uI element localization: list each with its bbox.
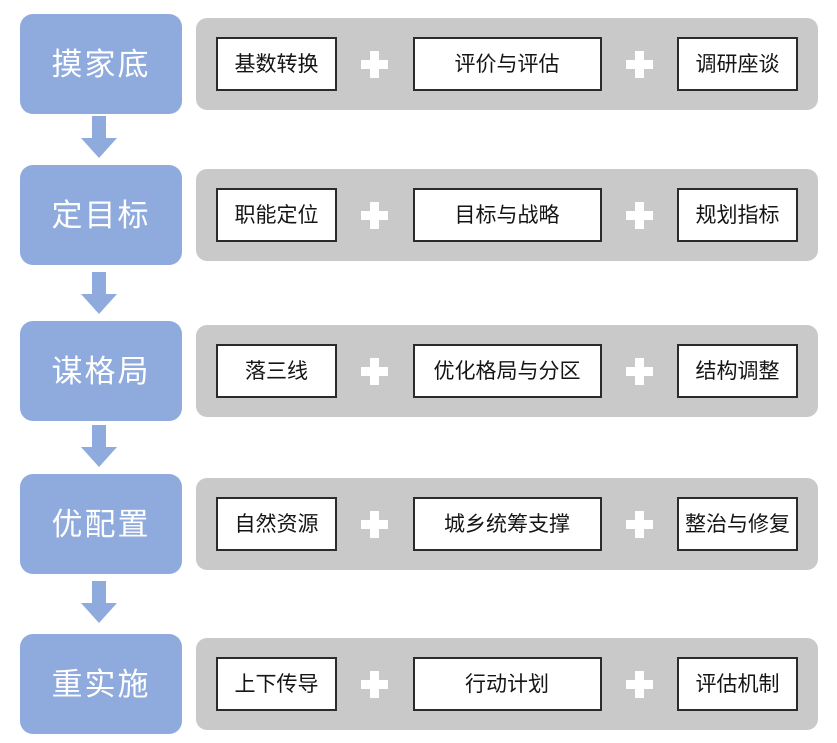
process-row: 谋格局 落三线 优化格局与分区 结构调整 bbox=[0, 321, 837, 421]
arrow-down-icon bbox=[81, 272, 117, 314]
task-label: 目标与战略 bbox=[454, 203, 560, 227]
task-box[interactable]: 职能定位 bbox=[216, 188, 337, 242]
stage-panel: 上下传导 行动计划 评估机制 bbox=[196, 638, 818, 730]
plus-icon bbox=[337, 344, 413, 398]
plus-glyph bbox=[361, 357, 389, 385]
task-box[interactable]: 整治与修复 bbox=[677, 497, 798, 551]
task-label: 基数转换 bbox=[234, 52, 319, 76]
task-box[interactable]: 优化格局与分区 bbox=[412, 344, 602, 398]
task-label: 整治与修复 bbox=[685, 512, 790, 536]
plus-glyph bbox=[625, 357, 653, 385]
plus-icon bbox=[337, 497, 413, 551]
arrow-down-icon bbox=[81, 116, 117, 158]
task-box[interactable]: 规划指标 bbox=[677, 188, 798, 242]
task-box[interactable]: 调研座谈 bbox=[677, 37, 798, 91]
plus-glyph bbox=[361, 201, 389, 229]
task-label: 评估机制 bbox=[695, 672, 780, 696]
plus-glyph bbox=[361, 510, 389, 538]
process-row: 重实施 上下传导 行动计划 评估机制 bbox=[0, 634, 837, 734]
plus-icon bbox=[337, 657, 413, 711]
process-row: 摸家底 基数转换 评价与评估 调研座谈 bbox=[0, 14, 837, 114]
task-box[interactable]: 基数转换 bbox=[216, 37, 337, 91]
task-box[interactable]: 行动计划 bbox=[412, 657, 602, 711]
plus-icon bbox=[602, 344, 678, 398]
stage-box[interactable]: 谋格局 bbox=[20, 321, 182, 421]
task-box[interactable]: 上下传导 bbox=[216, 657, 337, 711]
stage-label: 定目标 bbox=[51, 197, 151, 233]
stage-box[interactable]: 定目标 bbox=[20, 165, 182, 265]
task-label: 职能定位 bbox=[234, 203, 319, 227]
plus-glyph bbox=[625, 50, 653, 78]
stage-panel: 基数转换 评价与评估 调研座谈 bbox=[196, 18, 818, 110]
task-box[interactable]: 评估机制 bbox=[677, 657, 798, 711]
task-label: 优化格局与分区 bbox=[433, 359, 581, 383]
task-box[interactable]: 评价与评估 bbox=[412, 37, 602, 91]
plus-glyph bbox=[361, 670, 389, 698]
task-label: 评价与评估 bbox=[454, 52, 560, 76]
stage-label: 优配置 bbox=[51, 506, 151, 542]
stage-label: 谋格局 bbox=[51, 353, 151, 389]
stage-label: 摸家底 bbox=[51, 46, 151, 82]
plus-icon bbox=[337, 37, 413, 91]
task-label: 自然资源 bbox=[234, 512, 319, 536]
plus-icon bbox=[602, 497, 678, 551]
plus-icon bbox=[602, 37, 678, 91]
plus-glyph bbox=[625, 670, 653, 698]
task-label: 调研座谈 bbox=[695, 52, 780, 76]
task-box[interactable]: 目标与战略 bbox=[412, 188, 602, 242]
process-row: 定目标 职能定位 目标与战略 规划指标 bbox=[0, 165, 837, 265]
task-label: 结构调整 bbox=[695, 359, 780, 383]
plus-icon bbox=[602, 188, 678, 242]
arrow-down-icon bbox=[81, 425, 117, 467]
plus-glyph bbox=[625, 510, 653, 538]
task-box[interactable]: 自然资源 bbox=[216, 497, 337, 551]
stage-label: 重实施 bbox=[51, 666, 151, 702]
task-box[interactable]: 落三线 bbox=[216, 344, 337, 398]
task-label: 规划指标 bbox=[695, 203, 780, 227]
stage-box[interactable]: 重实施 bbox=[20, 634, 182, 734]
task-label: 落三线 bbox=[245, 359, 308, 383]
plus-icon bbox=[602, 657, 678, 711]
process-row: 优配置 自然资源 城乡统筹支撑 整治与修复 bbox=[0, 474, 837, 574]
stage-panel: 自然资源 城乡统筹支撑 整治与修复 bbox=[196, 478, 818, 570]
task-label: 城乡统筹支撑 bbox=[444, 512, 570, 536]
plus-glyph bbox=[625, 201, 653, 229]
plus-glyph bbox=[361, 50, 389, 78]
plus-icon bbox=[337, 188, 413, 242]
task-label: 行动计划 bbox=[465, 672, 549, 696]
arrow-down-icon bbox=[81, 581, 117, 623]
task-label: 上下传导 bbox=[234, 672, 319, 696]
stage-box[interactable]: 摸家底 bbox=[20, 14, 182, 114]
task-box[interactable]: 城乡统筹支撑 bbox=[412, 497, 602, 551]
stage-panel: 落三线 优化格局与分区 结构调整 bbox=[196, 325, 818, 417]
stage-panel: 职能定位 目标与战略 规划指标 bbox=[196, 169, 818, 261]
stage-box[interactable]: 优配置 bbox=[20, 474, 182, 574]
task-box[interactable]: 结构调整 bbox=[677, 344, 798, 398]
